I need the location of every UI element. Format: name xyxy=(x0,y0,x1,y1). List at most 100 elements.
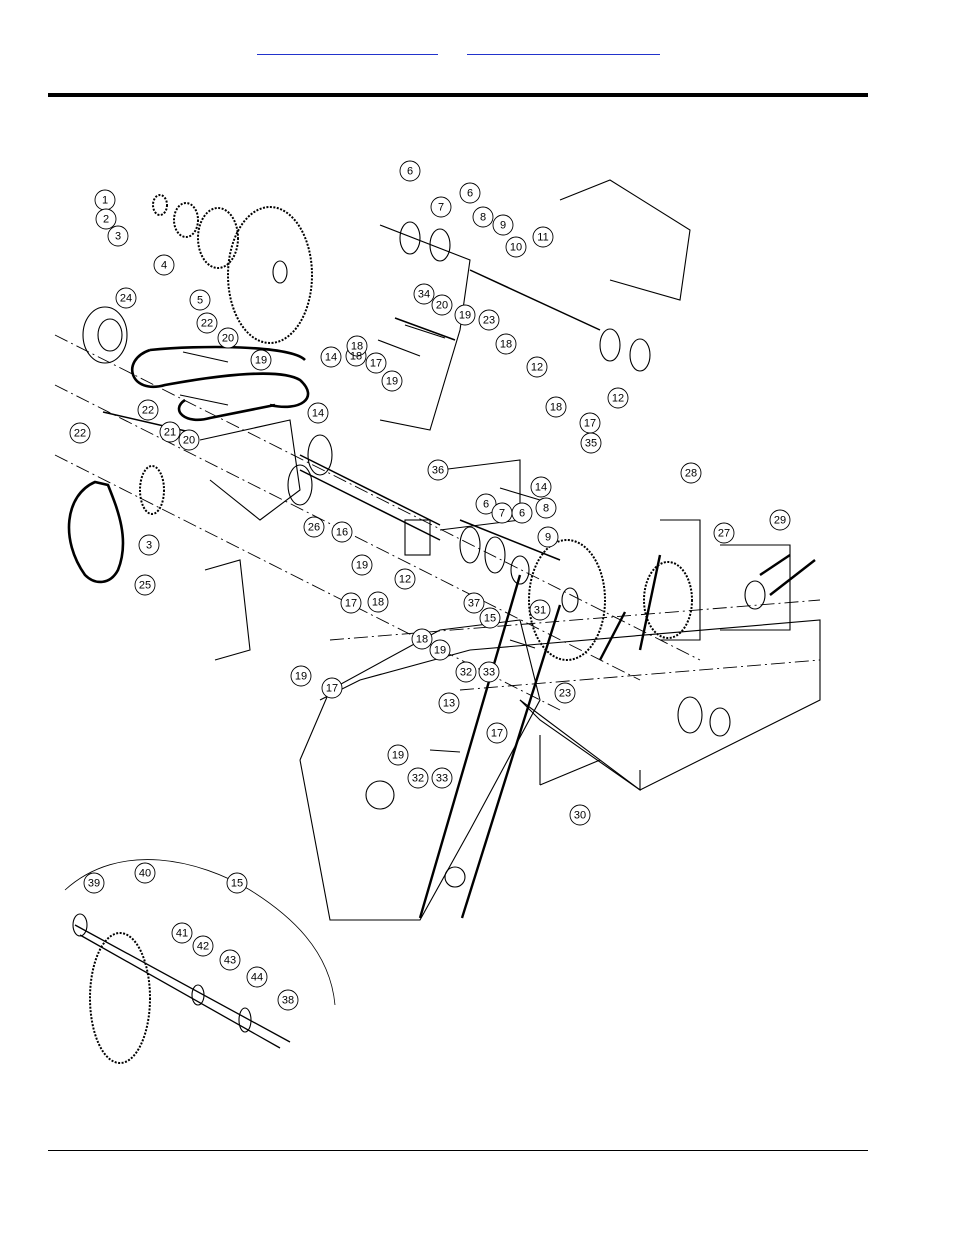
callout-number: 4 xyxy=(161,260,167,272)
callout-number: 17 xyxy=(370,358,382,370)
callout-number: 18 xyxy=(350,351,362,363)
callout-number: 22 xyxy=(142,405,154,417)
callout-bubble xyxy=(134,574,156,596)
callout-bubble xyxy=(545,396,567,418)
header-link-2[interactable] xyxy=(467,42,660,55)
callout-number: 31 xyxy=(534,605,546,617)
callout-number: 3 xyxy=(146,540,152,552)
callout-bubble xyxy=(478,661,500,683)
callout-bubble xyxy=(320,346,342,368)
callout-number: 2 xyxy=(103,214,109,226)
callout-bubble xyxy=(463,592,485,614)
callout-bubble xyxy=(178,429,200,451)
callout-bubble xyxy=(411,628,433,650)
callout-bubble xyxy=(554,682,576,704)
callout-number: 22 xyxy=(74,428,86,440)
callout-bubble xyxy=(83,872,105,894)
callout-number: 18 xyxy=(372,597,384,609)
callout-number: 14 xyxy=(535,482,547,494)
callout-bubble xyxy=(365,352,387,374)
callout-bubble xyxy=(430,196,452,218)
callout-number: 5 xyxy=(197,295,203,307)
callout-bubble xyxy=(491,502,513,524)
callout-number: 32 xyxy=(460,667,472,679)
callout-number: 39 xyxy=(88,878,100,890)
callout-bubble xyxy=(159,421,181,443)
callout-number: 12 xyxy=(612,393,624,405)
callout-bubble xyxy=(277,989,299,1011)
callout-bubble xyxy=(537,526,559,548)
callout-bubble xyxy=(307,402,329,424)
callout-bubble xyxy=(475,493,497,515)
callout-number: 20 xyxy=(183,435,195,447)
callout-number: 1 xyxy=(102,195,108,207)
callout-number: 43 xyxy=(224,955,236,967)
callout-number: 44 xyxy=(251,972,263,984)
callout-number: 6 xyxy=(483,499,489,511)
callout-bubble xyxy=(107,225,129,247)
callout-bubble xyxy=(387,744,409,766)
callout-number: 19 xyxy=(459,310,471,322)
callout-number: 35 xyxy=(585,438,597,450)
callout-bubble xyxy=(407,767,429,789)
callout-bubble xyxy=(381,370,403,392)
callout-number: 12 xyxy=(399,574,411,586)
callout-number: 25 xyxy=(139,580,151,592)
callout-bubble xyxy=(226,872,248,894)
callout-number: 19 xyxy=(386,376,398,388)
callout-bubble xyxy=(492,214,514,236)
callout-number: 34 xyxy=(418,289,430,301)
callout-number: 38 xyxy=(282,995,294,1007)
callout-bubble xyxy=(189,289,211,311)
callout-number: 8 xyxy=(543,503,549,515)
callout-bubble xyxy=(303,516,325,538)
callout-number: 21 xyxy=(164,427,176,439)
callout-bubble xyxy=(95,208,117,230)
callout-number: 19 xyxy=(434,645,446,657)
callout-number: 19 xyxy=(392,750,404,762)
callout-bubble xyxy=(340,592,362,614)
callout-number: 6 xyxy=(407,166,413,178)
callout-number: 20 xyxy=(222,333,234,345)
callout-number: 42 xyxy=(197,941,209,953)
callout-bubble xyxy=(607,387,629,409)
callout-number: 18 xyxy=(351,341,363,353)
callout-bubble xyxy=(69,422,91,444)
callout-bubble xyxy=(532,226,554,248)
callout-number: 9 xyxy=(500,220,506,232)
callout-number: 41 xyxy=(176,928,188,940)
callout-number: 16 xyxy=(336,527,348,539)
callout-number: 23 xyxy=(559,688,571,700)
callout-number: 14 xyxy=(312,408,324,420)
callout-bubble xyxy=(321,677,343,699)
header-link-1[interactable] xyxy=(257,42,438,55)
callout-bubble xyxy=(459,182,481,204)
callout-bubble xyxy=(438,692,460,714)
callout-bubble xyxy=(680,462,702,484)
callout-bubble xyxy=(137,399,159,421)
callout-number: 37 xyxy=(468,598,480,610)
callout-bubble xyxy=(192,935,214,957)
callout-number: 33 xyxy=(436,773,448,785)
callout-bubble xyxy=(530,476,552,498)
callout-bubble xyxy=(250,349,272,371)
callout-bubble xyxy=(246,966,268,988)
callout-number: 17 xyxy=(345,598,357,610)
callout-number: 18 xyxy=(416,634,428,646)
callout-number: 7 xyxy=(438,202,444,214)
diagram-linework xyxy=(54,179,821,1064)
callout-bubble xyxy=(455,661,477,683)
callout-bubble xyxy=(290,665,312,687)
header-rule xyxy=(48,93,868,97)
callout-number: 6 xyxy=(519,508,525,520)
callout-number: 28 xyxy=(685,468,697,480)
callout-number: 30 xyxy=(574,810,586,822)
callout-bubble xyxy=(134,862,156,884)
callout-number: 15 xyxy=(484,613,496,625)
callout-bubble xyxy=(472,206,494,228)
callout-bubble xyxy=(219,949,241,971)
callout-number: 8 xyxy=(480,212,486,224)
callout-number: 14 xyxy=(325,352,337,364)
callout-number: 29 xyxy=(774,515,786,527)
